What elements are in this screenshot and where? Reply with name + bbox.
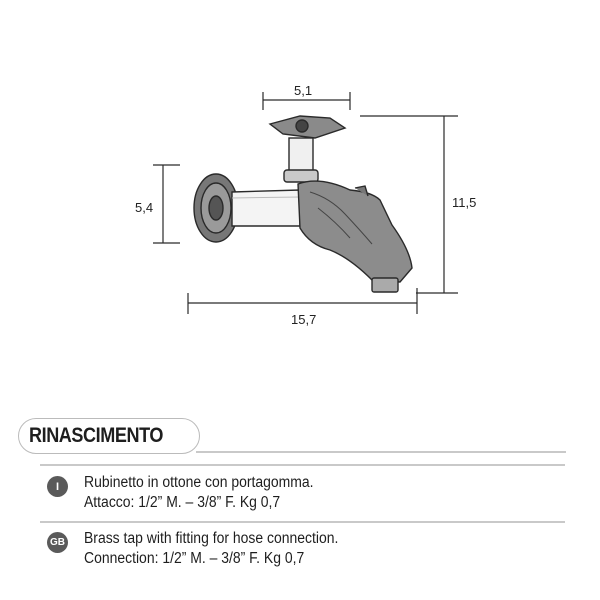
tap-illustration <box>193 115 413 293</box>
english-description-line-2: Connection: 1/2” M. – 3/8” F. Kg 0,7 <box>84 550 305 567</box>
italian-description-line-2: Attacco: 1/2” M. – 3/8” F. Kg 0,7 <box>84 494 281 511</box>
dimension-top-label: 5,1 <box>294 83 313 98</box>
product-title-box: RINASCIMENTO <box>18 418 200 454</box>
title-underline <box>196 451 566 453</box>
dimension-top <box>262 92 351 110</box>
dimension-right-label: 11,5 <box>452 195 477 210</box>
english-description-line-1: Brass tap with fitting for hose connecti… <box>84 530 339 547</box>
language-badge-italian: I <box>47 476 68 497</box>
product-title: RINASCIMENTO <box>29 424 163 447</box>
separator-italian <box>40 464 565 466</box>
tap-drawing <box>153 92 458 314</box>
italian-description-line-1: Rubinetto in ottone con portagomma. <box>84 474 314 491</box>
dimension-left-label: 5,4 <box>135 200 154 215</box>
dimension-bottom-label: 15,7 <box>291 312 317 327</box>
language-badge-english: GB <box>47 532 68 553</box>
dimension-bottom <box>187 288 418 314</box>
dimension-right <box>360 115 458 294</box>
dimension-left <box>153 164 180 244</box>
separator-english <box>40 521 565 523</box>
